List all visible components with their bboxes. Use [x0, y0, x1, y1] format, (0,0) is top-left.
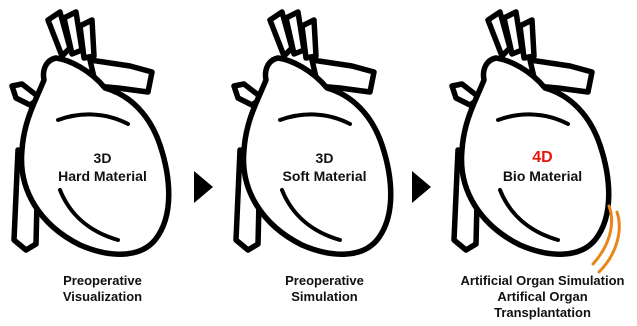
caption-line: Transplantation [420, 305, 637, 321]
triangle-right-icon [410, 170, 432, 204]
caption-line: Artifical Organ [420, 289, 637, 305]
stage-hard-material: 3D Hard Material Preoperative Visualizat… [0, 0, 205, 326]
caption-line: Preoperative [202, 273, 447, 289]
stage-soft-material: 3D Soft Material Preoperative Simulation [222, 0, 427, 326]
heart-icon [0, 0, 205, 265]
caption-line: Preoperative [0, 273, 225, 289]
vibration-icon [585, 200, 637, 280]
stage-caption: Artificial Organ Simulation Artifical Or… [420, 273, 637, 321]
dimension-label: 3D [222, 149, 427, 167]
stage-caption: Preoperative Simulation [202, 273, 447, 305]
material-label: 4D Bio Material [440, 149, 637, 185]
material-label: 3D Soft Material [222, 149, 427, 185]
heart-icon [222, 0, 427, 265]
caption-line: Visualization [0, 289, 225, 305]
stage-caption: Preoperative Visualization [0, 273, 225, 305]
material-name: Soft Material [282, 168, 366, 184]
dimension-label: 4D [440, 149, 637, 167]
material-name: Hard Material [58, 168, 147, 184]
caption-line: Simulation [202, 289, 447, 305]
material-name: Bio Material [503, 168, 582, 184]
triangle-right-icon [192, 170, 214, 204]
dimension-label: 3D [0, 149, 205, 167]
material-label: 3D Hard Material [0, 149, 205, 185]
